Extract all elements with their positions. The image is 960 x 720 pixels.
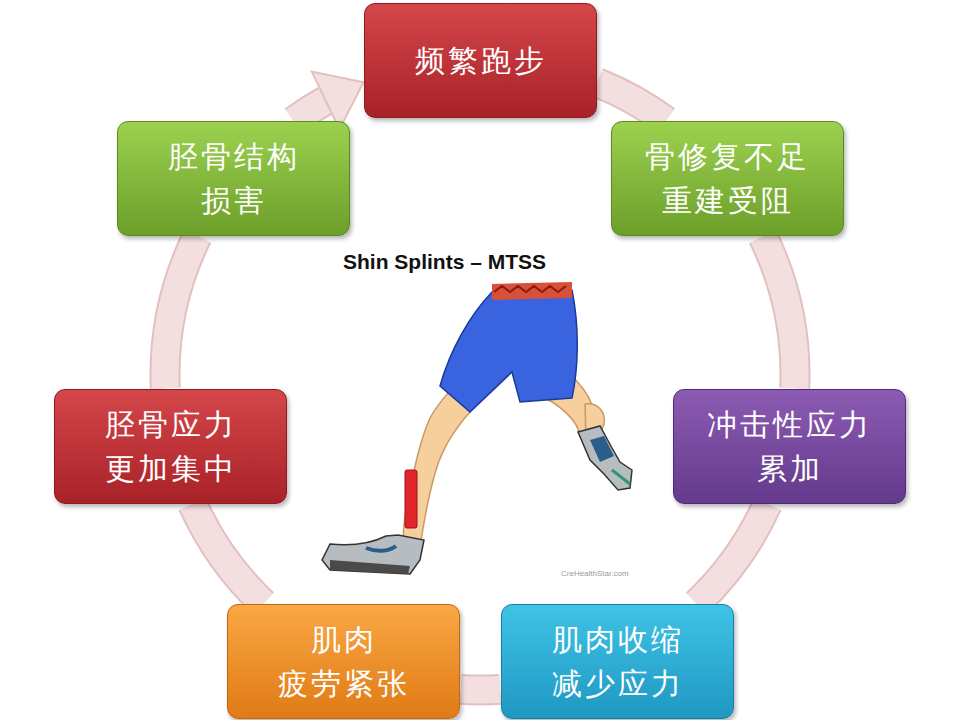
cycle-connector — [697, 504, 768, 604]
ring-segment — [461, 674, 500, 706]
ring-segment — [597, 83, 665, 121]
ring-segment — [294, 100, 326, 121]
process-box: 肌肉 疲劳紧张 — [227, 604, 460, 719]
box-label: 肌肉 疲劳紧张 — [249, 618, 439, 705]
box-label: 骨修复不足 重建受阻 — [633, 135, 823, 222]
process-box: 胫骨结构 损害 — [117, 121, 350, 236]
cause-box: 频繁跑步 — [364, 3, 597, 118]
ring-segment — [697, 504, 768, 604]
box-label: 胫骨结构 损害 — [139, 135, 329, 222]
box-label: 胫骨应力 更加集中 — [76, 403, 266, 490]
cycle-connector — [193, 504, 264, 603]
cycle-connector — [763, 237, 795, 389]
process-box: 胫骨应力 更加集中 — [54, 389, 287, 504]
ring-segment — [597, 83, 665, 121]
ring-segment — [165, 236, 197, 388]
cycle-connector — [597, 83, 665, 121]
ring-segment — [165, 236, 197, 388]
diagram-title: Shin Splints – MTSS — [343, 250, 546, 274]
cycle-connector — [461, 689, 500, 691]
ring-segment — [193, 504, 264, 603]
watermark: CreHealthStar.com — [561, 569, 629, 578]
box-label: 肌肉收缩 减少应力 — [523, 618, 713, 705]
process-box: 肌肉收缩 减少应力 — [501, 604, 734, 719]
ring-segment — [763, 237, 795, 389]
ring-segment — [294, 100, 326, 121]
box-label: 频繁跑步 — [415, 39, 547, 83]
cycle-connector — [165, 236, 197, 388]
box-label: 冲击性应力 累加 — [695, 403, 885, 490]
ring-segment — [763, 237, 795, 389]
ring-segment — [461, 676, 500, 704]
ring-segment — [697, 504, 768, 604]
process-box: 冲击性应力 累加 — [673, 389, 906, 504]
process-box: 骨修复不足 重建受阻 — [611, 121, 844, 236]
ring-segment — [193, 504, 264, 603]
